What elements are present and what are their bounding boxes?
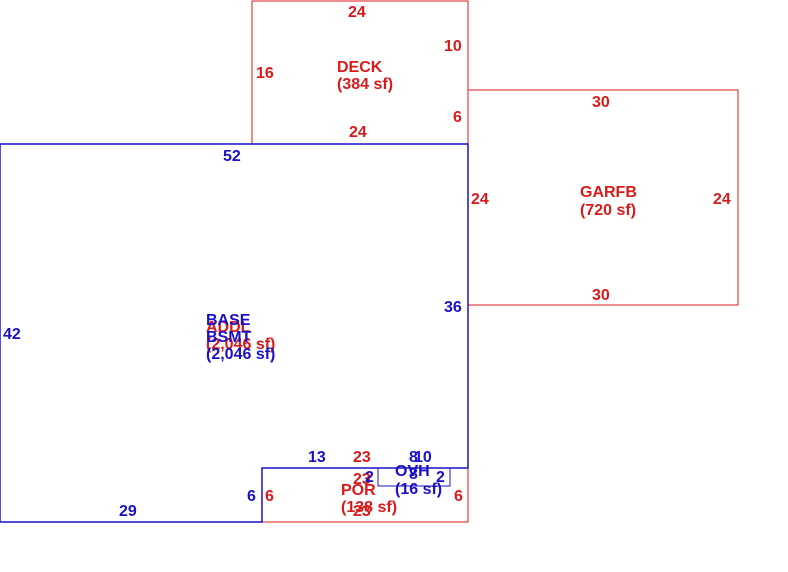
base-right-dim: 36	[444, 299, 462, 316]
garage-area: (720 sf)	[580, 202, 636, 219]
porch-right-dim: 6	[454, 488, 463, 505]
base-name: BASE	[206, 312, 251, 329]
base-bottom-dim: 29	[119, 503, 137, 520]
bsmt-name: BSMT	[206, 329, 252, 346]
base-left-dim: 42	[3, 326, 21, 343]
garage-left-dim: 24	[471, 191, 489, 208]
base-inner-right2-dim: 10	[414, 449, 432, 466]
addl-area: (2,046 sf)	[206, 336, 275, 353]
addl-name: ADDL	[206, 319, 251, 336]
ovh-top-dim: 8	[409, 466, 418, 483]
bsmt-area: (2,046 sf)	[206, 346, 275, 363]
garage-bottom-dim: 30	[592, 287, 610, 304]
porch-top-dim: 23	[353, 449, 371, 466]
deck-name: DECK	[337, 59, 383, 76]
overhang-outline	[377, 467, 451, 487]
deck-area: (384 sf)	[337, 76, 393, 93]
ovh-area: (16 sf)	[395, 481, 442, 498]
deck-right-dim: 10	[444, 38, 462, 55]
base-inner-left-dim: 13	[308, 449, 326, 466]
base-outline	[0, 143, 469, 523]
porch-inner-dim: 23	[353, 471, 371, 488]
base-inner-right-dim: 8	[409, 449, 418, 466]
porch-left-dim: 6	[265, 488, 274, 505]
garage-right-dim: 24	[713, 191, 731, 208]
deck-top-dim: 24	[348, 4, 366, 21]
deck-step-dim: 6	[453, 109, 462, 126]
porch-name: POR	[341, 482, 376, 499]
porch-area: (138 sf)	[341, 499, 397, 516]
ovh-left-dim: 2	[365, 469, 374, 486]
deck-left-dim: 16	[256, 65, 274, 82]
ovh-name: OVH	[395, 463, 430, 480]
ovh-right-dim: 2	[436, 469, 445, 486]
garage-top-dim: 30	[592, 94, 610, 111]
porch-bottom-dim: 23	[353, 503, 371, 520]
base-notch-dim: 6	[247, 488, 256, 505]
base-top-dim: 52	[223, 148, 241, 165]
deck-bottom-dim: 24	[349, 124, 367, 141]
garage-name: GARFB	[580, 184, 637, 201]
